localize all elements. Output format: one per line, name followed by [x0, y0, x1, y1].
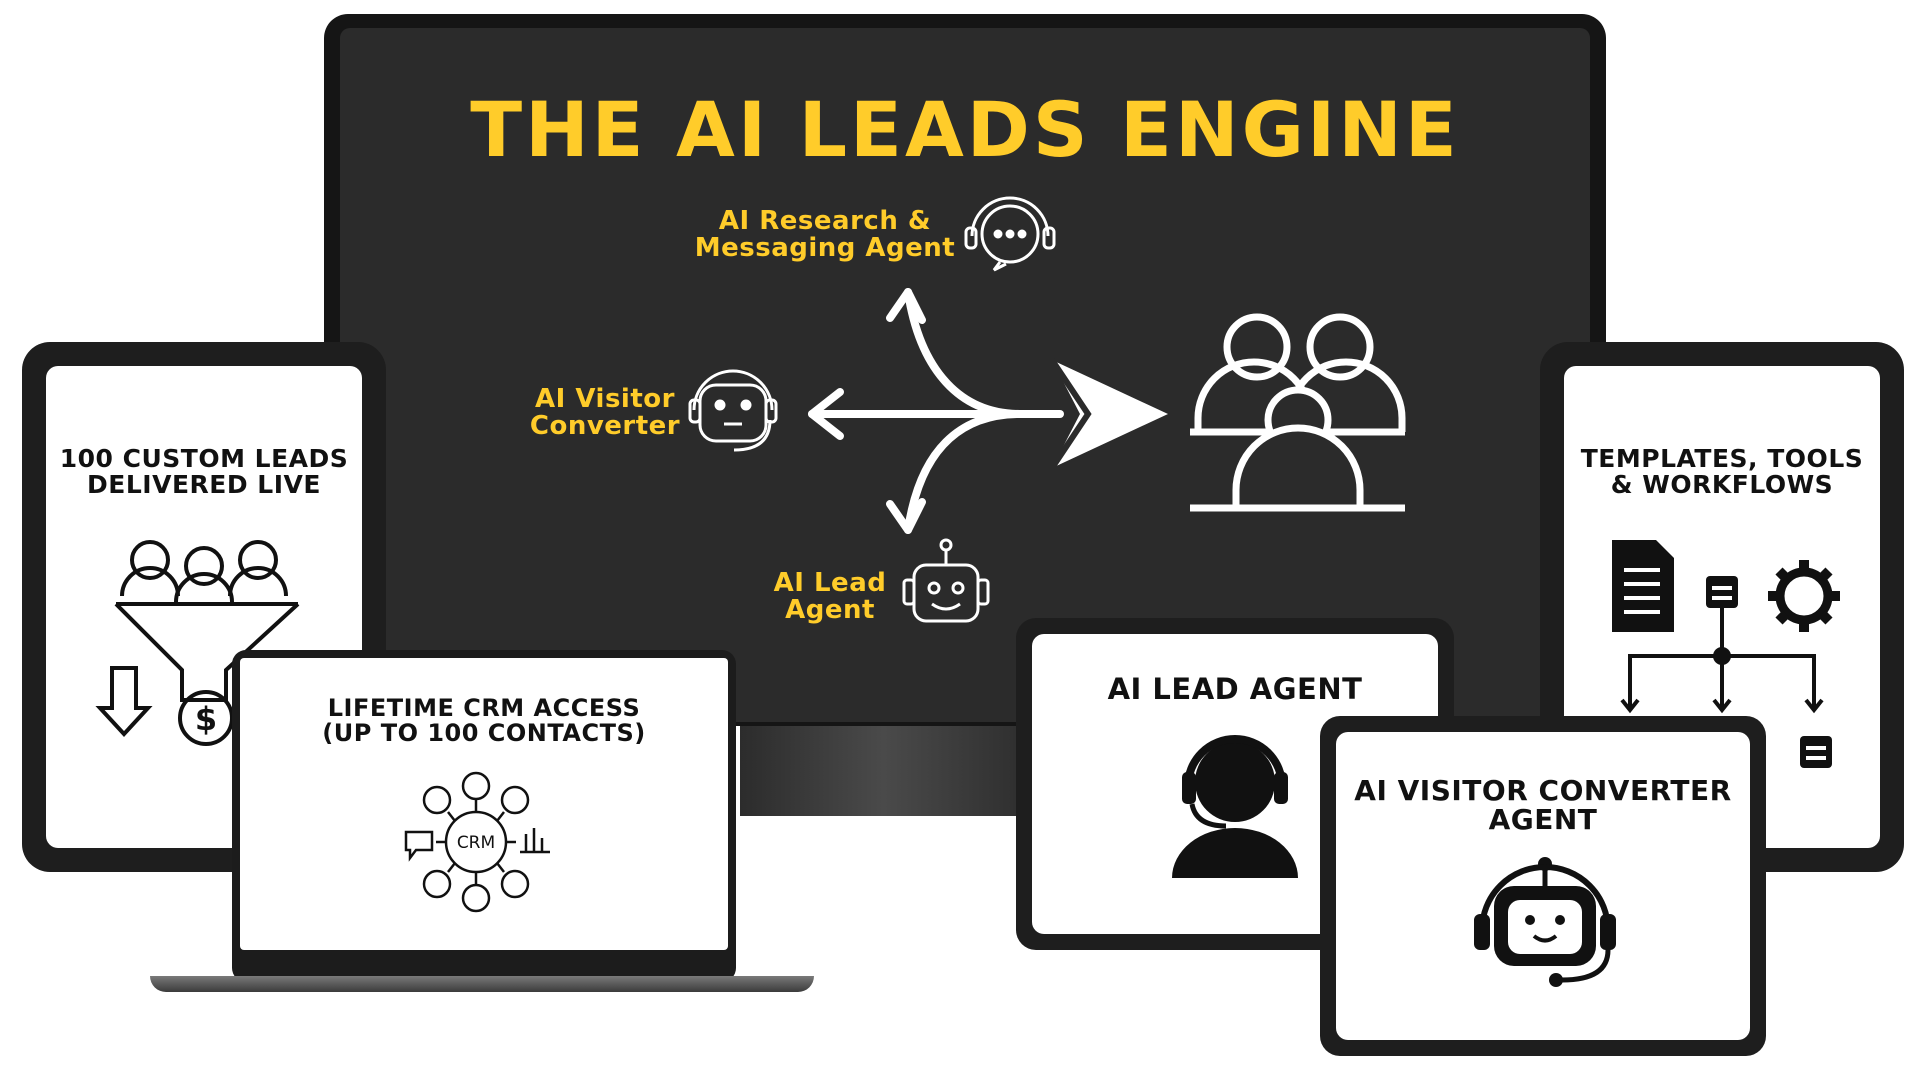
support-agent-icon: [1172, 735, 1298, 878]
research-agent-label: AI Research & Messaging Agent: [680, 206, 970, 264]
branch-arrows: [808, 288, 1064, 534]
gear-icon: [1768, 560, 1840, 632]
robot-support-icon: [1474, 857, 1616, 987]
templates-title: TEMPLATES, TOOLS & WORKFLOWS: [1564, 444, 1880, 500]
crm-title: LIFETIME CRM ACCESS (UP TO 100 CONTACTS): [240, 694, 728, 748]
leads-title: 100 CUSTOM LEADS DELIVERED LIVE: [46, 444, 362, 500]
lead-agent-line2: Agent: [785, 595, 875, 626]
lead-agent-line1: AI Lead: [773, 568, 887, 598]
research-agent-line1: AI Research &: [718, 206, 932, 236]
crm-title-line2: (UP TO 100 CONTACTS): [322, 719, 646, 748]
crm-label: CRM: [457, 833, 495, 853]
laptop-screen: [240, 658, 728, 950]
visitor-agent-label: AI Visitor Converter: [510, 384, 700, 442]
node-bottom-icon: [1800, 736, 1832, 768]
headset-chat-icon: [964, 196, 1056, 272]
leads-title-line1: 100 CUSTOM LEADS: [59, 444, 349, 473]
forward-arrow-icon: [1052, 360, 1168, 468]
research-agent-line2: Messaging Agent: [694, 233, 956, 264]
workflow-icon: [1612, 540, 1840, 768]
crm-network-icon: CRM: [404, 771, 550, 913]
visitor-agent-title: AI VISITOR CONVERTER AGENT: [1336, 776, 1750, 835]
svg-text:$: $: [195, 700, 217, 738]
visitor-agent-line1: AI Visitor: [535, 384, 675, 414]
main-title: THE AI LEADS ENGINE: [470, 85, 1460, 174]
robot-headset-icon: [688, 369, 778, 452]
leads-title-line2: DELIVERED LIVE: [87, 470, 321, 500]
robot-icon: [902, 538, 990, 623]
people-group-icon: [1190, 313, 1406, 512]
lead-funnel-icon: $: [95, 540, 300, 746]
lead-agent-title: AI LEAD AGENT: [1107, 672, 1363, 706]
laptop-base: [150, 976, 814, 992]
templates-title-line2: & WORKFLOWS: [1610, 470, 1834, 500]
visitor-agent-line2: Converter: [529, 411, 681, 442]
visitor-agent-title-line2: AGENT: [1488, 803, 1598, 837]
lead-agent-label: AI Lead Agent: [750, 568, 910, 626]
templates-title-line1: TEMPLATES, TOOLS: [1580, 444, 1864, 473]
visitor-agent-title-line1: AI VISITOR CONVERTER: [1354, 774, 1732, 807]
crm-title-line1: LIFETIME CRM ACCESS: [327, 694, 641, 722]
